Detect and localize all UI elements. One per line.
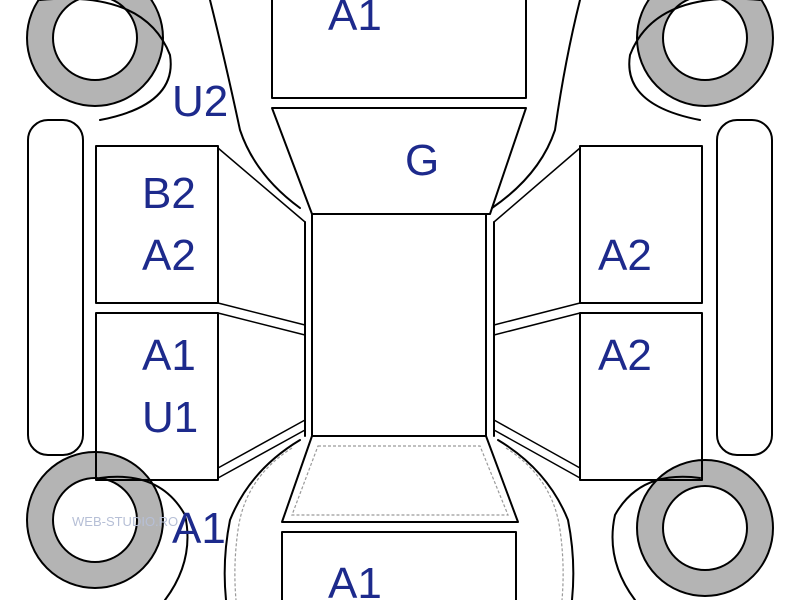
body-front-left-line [209,0,301,209]
label-windshield: G [405,136,439,185]
body-rear-left-line [223,439,301,600]
body-rear-left-dashed [234,447,293,600]
right-rear-door [579,312,703,481]
left-sill [27,119,84,456]
front-left-wheel [26,0,164,107]
right-rear-window [493,419,581,479]
label-left-rear-door-lower: U1 [142,393,198,442]
hood-panel [271,0,527,99]
left-front-window [217,147,306,336]
left-rear-window [217,419,306,479]
label-hood: A1 [328,0,382,40]
roof-panel [311,213,487,437]
watermark: WEB-STUDIO.RO [72,514,178,529]
rear-right-wheel [636,459,774,597]
label-left-front-door-upper: B2 [142,169,196,218]
front-left-arch [39,0,172,121]
rear-left-wheel [26,451,164,589]
front-right-wheel [636,0,774,107]
windshield-panel [271,107,527,215]
label-trunk: A1 [328,559,382,600]
label-left-rear-fender: A1 [172,504,226,553]
rear-right-arch [611,475,701,600]
label-left-rear-door-upper: A1 [142,331,196,380]
trunk-panel [281,531,517,600]
rear-window [281,435,519,523]
label-left-front-door-lower: A2 [142,231,196,280]
right-sill [716,119,773,456]
rear-window-inner [291,445,509,516]
right-front-door [579,145,703,304]
left-rear-door [95,312,219,481]
right-front-window [493,147,581,336]
label-left-mirror: U2 [172,77,228,126]
body-rear-right-line [497,439,575,600]
body-rear-right-dashed [505,447,564,600]
front-right-arch [628,0,761,121]
label-right-front-door: A2 [598,231,652,280]
label-right-rear-door: A2 [598,331,652,380]
body-front-right-line [491,0,581,209]
rear-left-arch [99,475,189,600]
